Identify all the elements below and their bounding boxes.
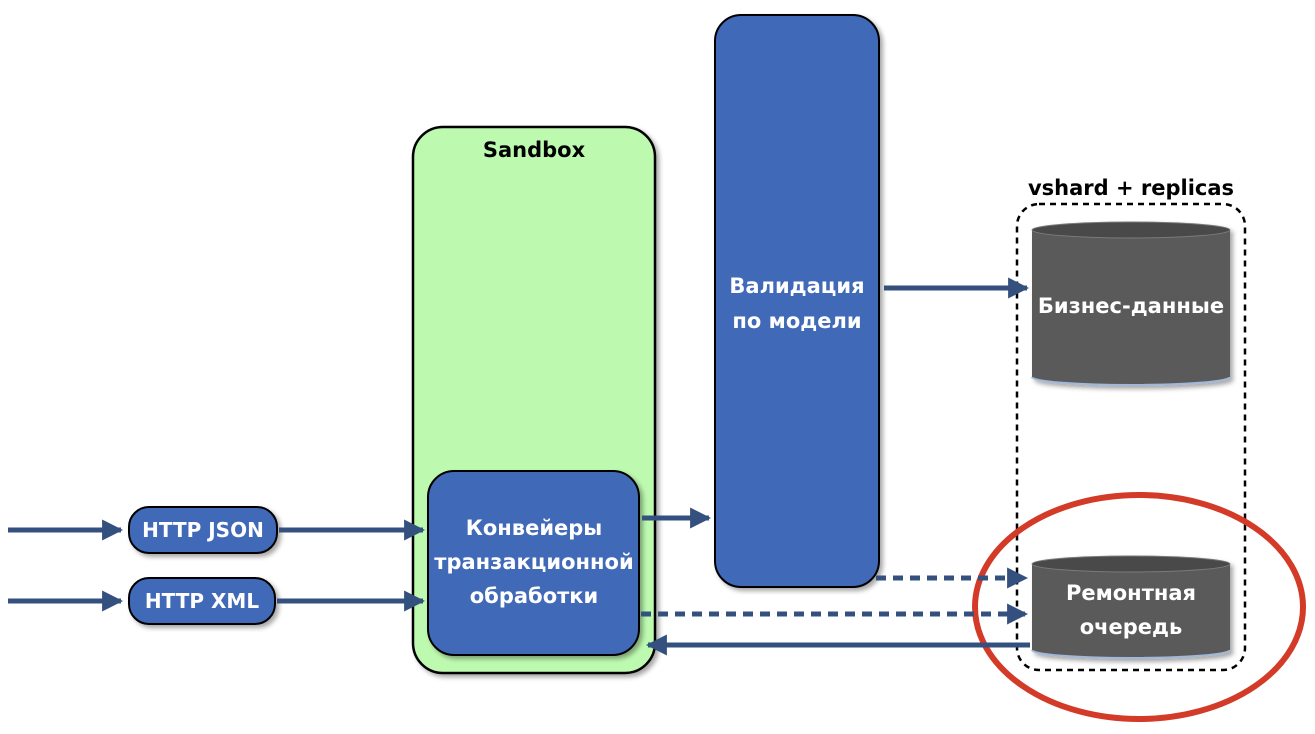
highlight-ellipse — [972, 492, 1306, 722]
business-data-cylinder — [1031, 221, 1231, 386]
vshard-title: vshard + replicas — [1028, 176, 1234, 200]
pipelines-label-line3: обработки — [470, 584, 599, 608]
pipelines-label-line2: транзакционной — [434, 550, 633, 574]
repair-queue-cylinder — [1031, 555, 1231, 659]
repair-queue-label-line2: очередь — [1080, 615, 1183, 639]
http-xml-label: HTTP XML — [145, 589, 259, 613]
vshard-container: vshard + replicas — [1015, 176, 1247, 672]
business-data-label: Бизнес-данные — [1038, 294, 1224, 318]
validation-label-line1: Валидация — [729, 274, 864, 298]
http-json-label: HTTP JSON — [142, 518, 264, 542]
sandbox-title: Sandbox — [483, 138, 586, 162]
repair-queue-label-line1: Ремонтная — [1066, 581, 1196, 605]
pipelines-label-line1: Конвейеры — [466, 516, 603, 540]
validation-block: Валидация по модели — [714, 14, 880, 588]
validation-label-line2: по модели — [732, 309, 861, 333]
arrows — [8, 277, 1030, 656]
http-xml-input: HTTP XML — [128, 577, 276, 625]
http-json-input: HTTP JSON — [128, 506, 278, 554]
pipelines-block: Конвейеры транзакционной обработки — [427, 470, 640, 656]
